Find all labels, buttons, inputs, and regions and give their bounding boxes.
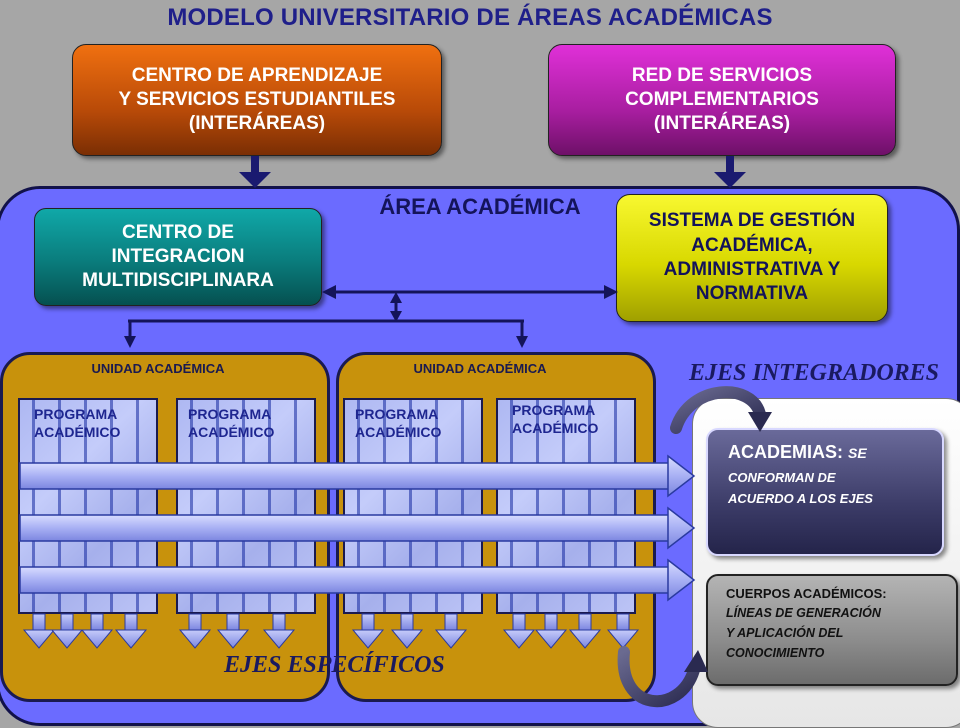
down-arrow-4 bbox=[114, 613, 148, 649]
cuerpos-academicos-line-3: CONOCIMIENTO bbox=[726, 646, 825, 660]
centro-aprendizaje-line-3: (INTERÁREAS) bbox=[188, 113, 326, 135]
programa-academico-3-line-2: ACADÉMICO bbox=[355, 423, 442, 440]
down-arrow-13 bbox=[568, 613, 602, 649]
down-arrow-9 bbox=[390, 613, 424, 649]
programa-academico-2-label: PROGRAMA ACADÉMICO bbox=[178, 400, 314, 441]
horizontal-axis-arrow-1 bbox=[19, 454, 696, 498]
centro-aprendizaje-line-2: Y SERVICIOS ESTUDIANTILES bbox=[118, 88, 396, 110]
sistema-gestion-line-1: SISTEMA DE GESTIÓN bbox=[648, 210, 856, 232]
down-arrow-8 bbox=[351, 613, 385, 649]
programa-academico-4-label: PROGRAMA ACADÉMICO bbox=[498, 400, 634, 437]
ejes-integradores-label: EJES INTEGRADORES bbox=[688, 360, 940, 386]
centro-integracion-box: CENTRO DE INTEGRACION MULTIDISCIPLINARA bbox=[34, 208, 322, 306]
academias-title: ACADEMIAS: SE bbox=[728, 442, 928, 463]
academias-box: ACADEMIAS: SE CONFORMAN DE ACUERDO A LOS… bbox=[706, 428, 944, 556]
cuerpos-academicos-line-2: Y APLICACIÓN DEL bbox=[726, 626, 844, 640]
red-servicios-line-2: COMPLEMENTARIOS bbox=[625, 88, 819, 110]
unidad-academica-1-label: UNIDAD ACADÉMICA bbox=[91, 361, 225, 376]
programa-academico-4-line-1: PROGRAMA bbox=[512, 402, 596, 418]
unidad-academica-2-label: UNIDAD ACADÉMICA bbox=[413, 361, 547, 376]
cuerpos-academicos-title: CUERPOS ACADÉMICOS: bbox=[726, 586, 887, 601]
horizontal-axis-arrow-3 bbox=[19, 558, 696, 602]
curved-arrow-bottom bbox=[617, 646, 708, 708]
page-title: MODELO UNIVERSITARIO DE ÁREAS ACADÉMICAS bbox=[167, 4, 773, 31]
programa-academico-1-line-2: ACADÉMICO bbox=[34, 423, 121, 440]
academias-text-line-1: CONFORMAN DE bbox=[728, 470, 836, 485]
academias-title-main: ACADEMIAS: bbox=[728, 442, 843, 462]
cuerpos-academicos-text: LÍNEAS DE GENERACIÓN Y APLICACIÓN DEL CO… bbox=[726, 603, 948, 663]
centro-integracion-line-1: CENTRO DE bbox=[122, 221, 234, 243]
sistema-gestion-line-2: ACADÉMICA, bbox=[691, 234, 813, 256]
sistema-gestion-box: SISTEMA DE GESTIÓN ACADÉMICA, ADMINISTRA… bbox=[616, 194, 888, 322]
connector-arrow-right bbox=[714, 156, 746, 188]
programa-academico-2-line-2: ACADÉMICO bbox=[188, 423, 275, 440]
double-arrow-horizontal bbox=[322, 285, 618, 299]
down-arrow-1 bbox=[22, 613, 56, 649]
down-arrow-2 bbox=[50, 613, 84, 649]
down-arrow-12 bbox=[534, 613, 568, 649]
down-arrow-11 bbox=[502, 613, 536, 649]
academias-title-tail: SE bbox=[848, 445, 867, 461]
programa-academico-4-line-2: ACADÉMICO bbox=[512, 419, 599, 436]
down-arrow-6 bbox=[216, 613, 250, 649]
programa-academico-1-label: PROGRAMA ACADÉMICO bbox=[20, 400, 156, 441]
centro-integracion-line-3: MULTIDISCIPLINARA bbox=[82, 270, 274, 292]
cuerpos-academicos-box: CUERPOS ACADÉMICOS: LÍNEAS DE GENERACIÓN… bbox=[706, 574, 958, 686]
connector-arrow-left bbox=[239, 156, 271, 188]
down-arrows bbox=[22, 613, 640, 649]
cuerpos-academicos-line-1: LÍNEAS DE GENERACIÓN bbox=[726, 606, 881, 620]
sistema-gestion-line-3: ADMINISTRATIVA Y bbox=[663, 259, 841, 280]
down-arrow-7 bbox=[262, 613, 296, 649]
centro-aprendizaje-line-1: CENTRO DE APRENDIZAJE bbox=[131, 64, 383, 86]
centro-integracion-line-2: INTEGRACION bbox=[111, 245, 245, 267]
programa-academico-3-label: PROGRAMA ACADÉMICO bbox=[345, 400, 481, 441]
down-arrow-3 bbox=[80, 613, 114, 649]
academias-text: CONFORMAN DE ACUERDO A LOS EJES bbox=[728, 467, 928, 510]
branch-connector bbox=[124, 319, 528, 348]
down-arrow-10 bbox=[434, 613, 468, 649]
red-servicios-box: RED DE SERVICIOS COMPLEMENTARIOS (INTERÁ… bbox=[548, 44, 896, 156]
down-arrow-5 bbox=[178, 613, 212, 649]
programa-academico-1-line-1: PROGRAMA bbox=[34, 406, 118, 422]
curved-arrow-top bbox=[670, 386, 772, 434]
down-arrow-14 bbox=[606, 613, 640, 649]
red-servicios-line-3: (INTERÁREAS) bbox=[653, 113, 791, 135]
ejes-especificos-label: EJES ESPECÍFICOS bbox=[224, 652, 445, 678]
horizontal-axis-arrow-2 bbox=[19, 506, 696, 550]
sistema-gestion-line-4: NORMATIVA bbox=[695, 283, 809, 305]
programa-academico-3-line-1: PROGRAMA bbox=[355, 406, 439, 422]
centro-aprendizaje-box: CENTRO DE APRENDIZAJE Y SERVICIOS ESTUDI… bbox=[72, 44, 442, 156]
area-academica-title: ÁREA ACADÉMICA bbox=[379, 194, 581, 219]
programa-academico-2-line-1: PROGRAMA bbox=[188, 406, 272, 422]
double-arrow-vertical bbox=[390, 292, 402, 322]
red-servicios-line-1: RED DE SERVICIOS bbox=[631, 64, 813, 86]
academias-text-line-2: ACUERDO A LOS EJES bbox=[728, 491, 873, 507]
